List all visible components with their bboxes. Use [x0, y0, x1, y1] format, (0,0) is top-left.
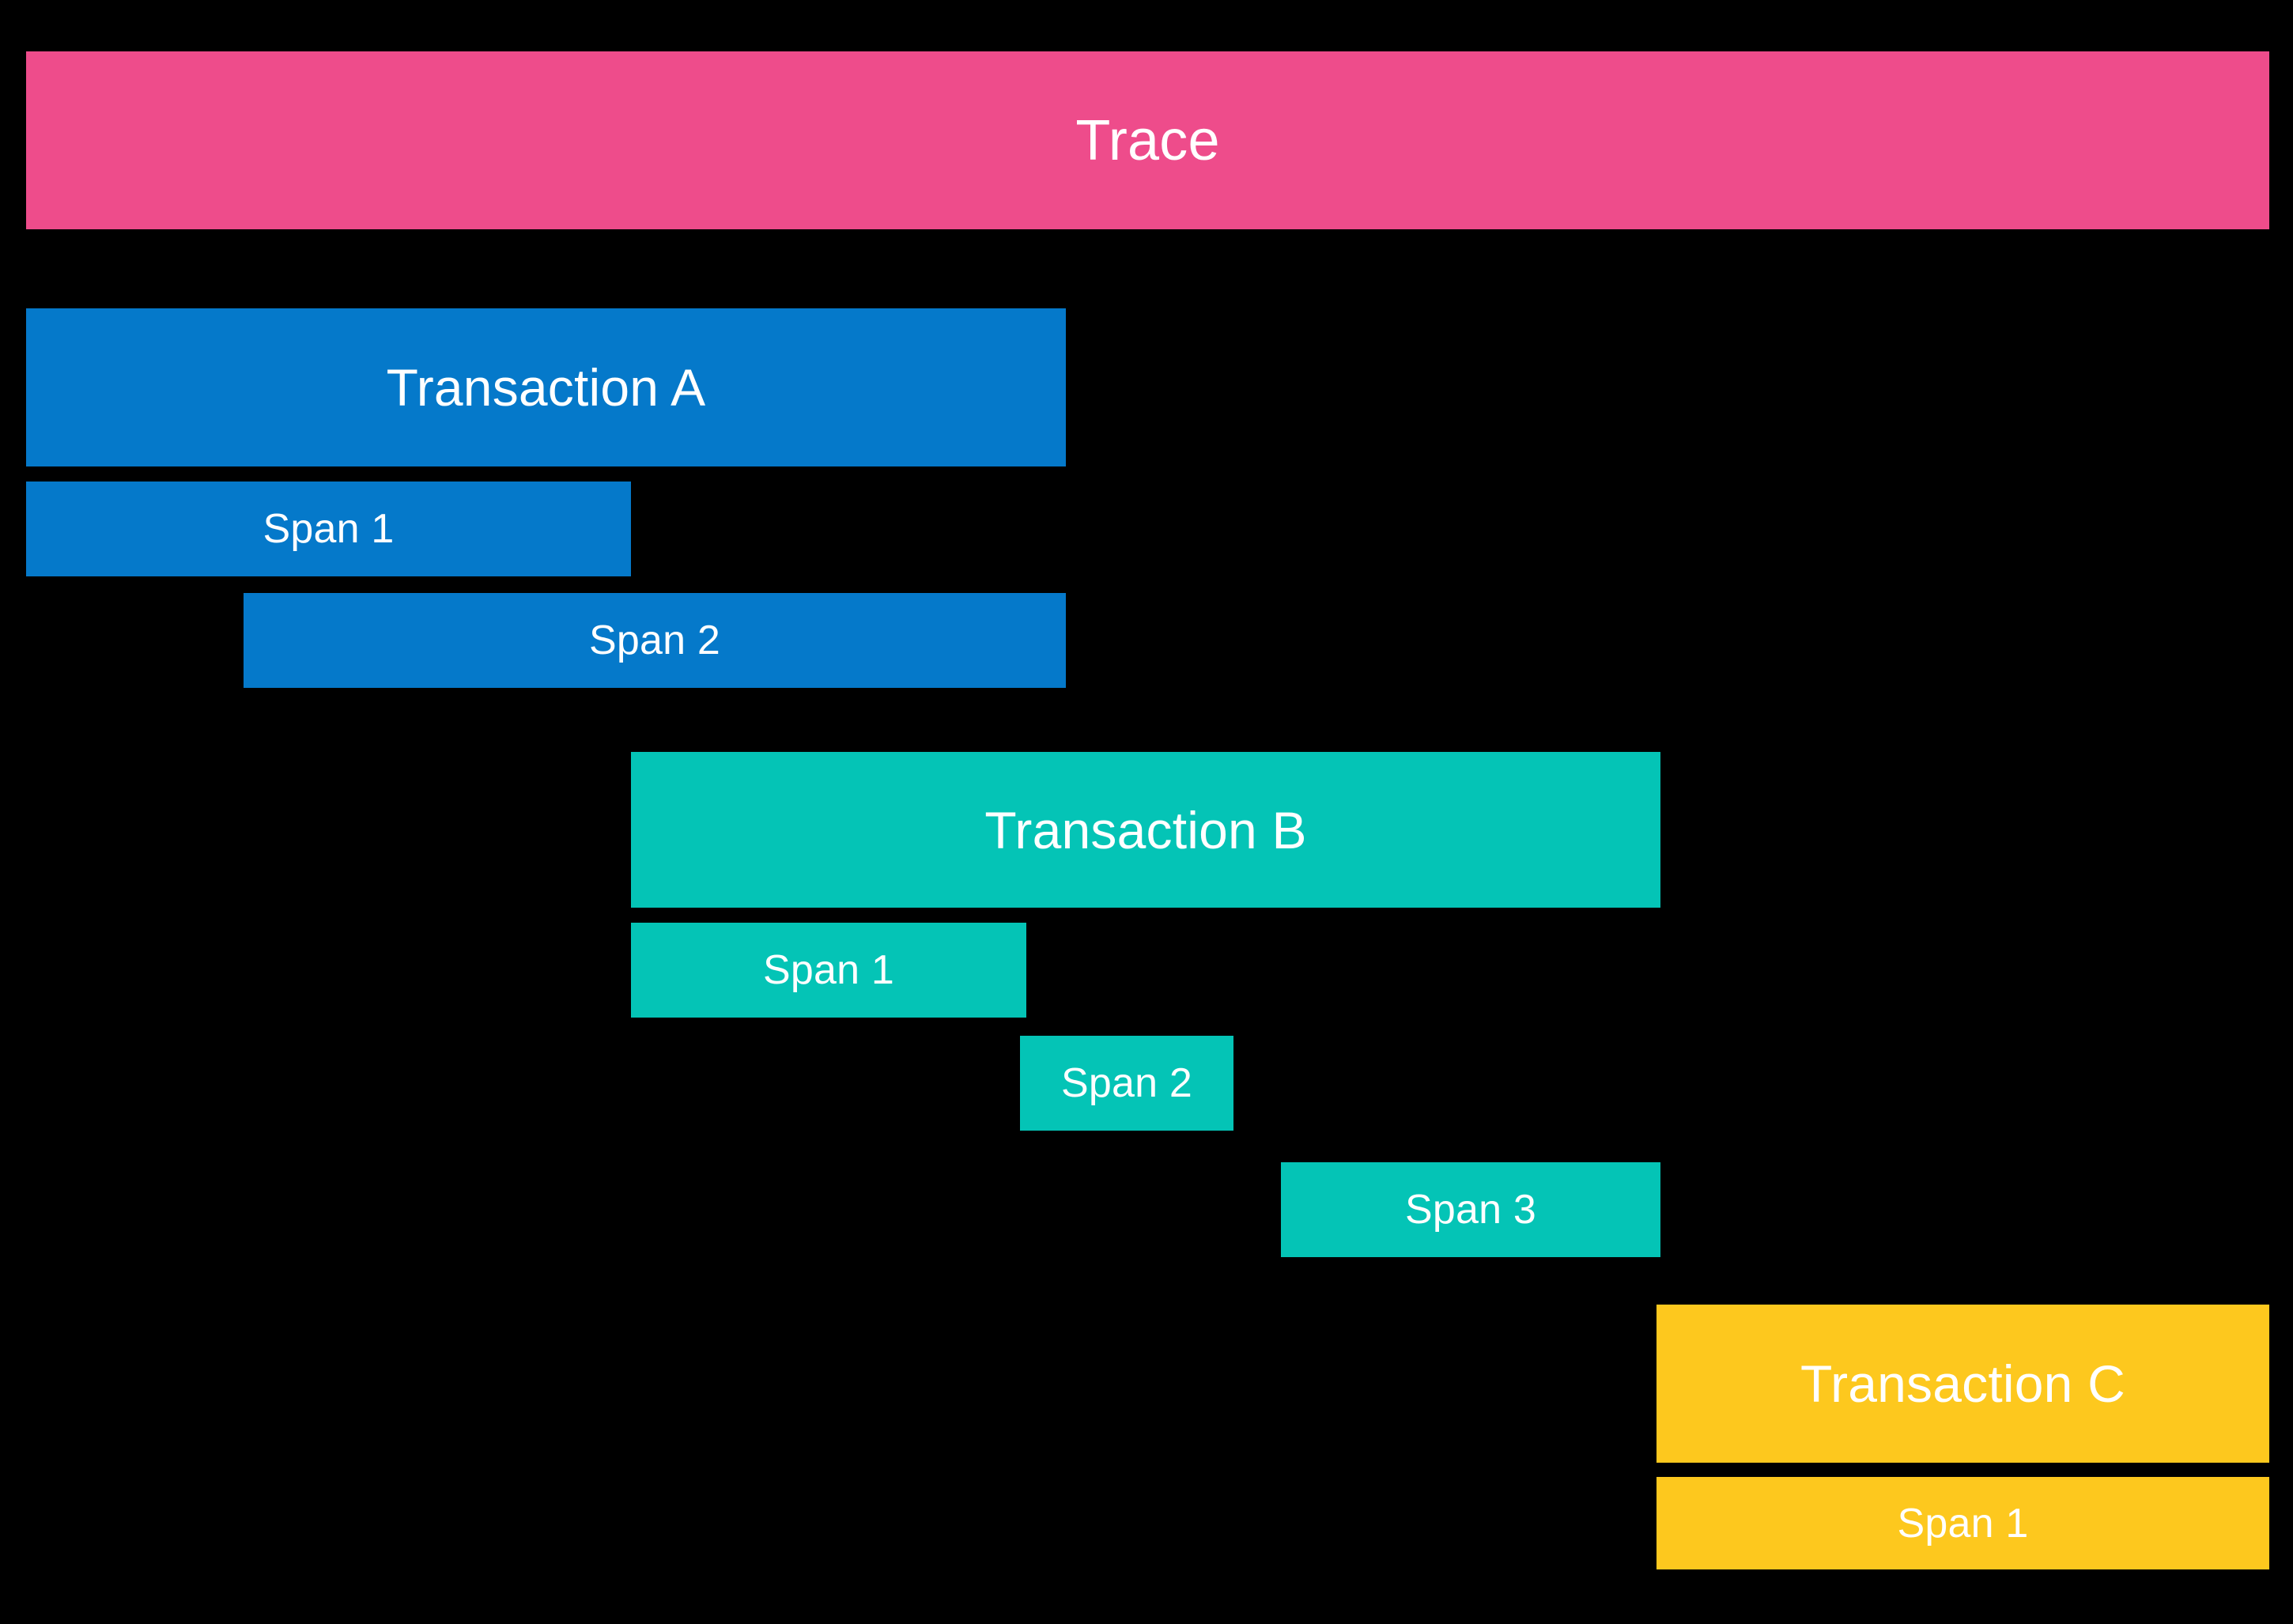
transaction-a-span-2-bar[interactable]: Span 2 — [244, 593, 1066, 688]
transaction-b-span-2-label: Span 2 — [1060, 1060, 1192, 1106]
transaction-a-span-1-label: Span 1 — [263, 506, 395, 552]
transaction-b-span-3-bar[interactable]: Span 3 — [1281, 1162, 1660, 1257]
transaction-c-bar[interactable]: Transaction C — [1656, 1305, 2269, 1463]
trace-label: Trace — [1075, 108, 1220, 172]
transaction-a-label: Transaction A — [386, 358, 706, 417]
transaction-b-span-1-label: Span 1 — [762, 947, 894, 993]
transaction-b-bar[interactable]: Transaction B — [631, 752, 1660, 908]
transaction-c-span-1-bar[interactable]: Span 1 — [1656, 1477, 2269, 1569]
transaction-c-span-1-label: Span 1 — [1897, 1500, 2029, 1547]
transaction-b-label: Transaction B — [984, 800, 1307, 859]
transaction-b-span-1-bar[interactable]: Span 1 — [631, 923, 1026, 1018]
transaction-c-label: Transaction C — [1800, 1354, 2125, 1413]
transaction-a-span-1-bar[interactable]: Span 1 — [26, 482, 631, 576]
transaction-a-bar[interactable]: Transaction A — [26, 308, 1066, 466]
transaction-b-span-2-bar[interactable]: Span 2 — [1020, 1036, 1233, 1131]
trace-bar[interactable]: Trace — [26, 51, 2269, 229]
transaction-a-span-2-label: Span 2 — [588, 617, 720, 663]
transaction-b-span-3-label: Span 3 — [1404, 1187, 1536, 1233]
